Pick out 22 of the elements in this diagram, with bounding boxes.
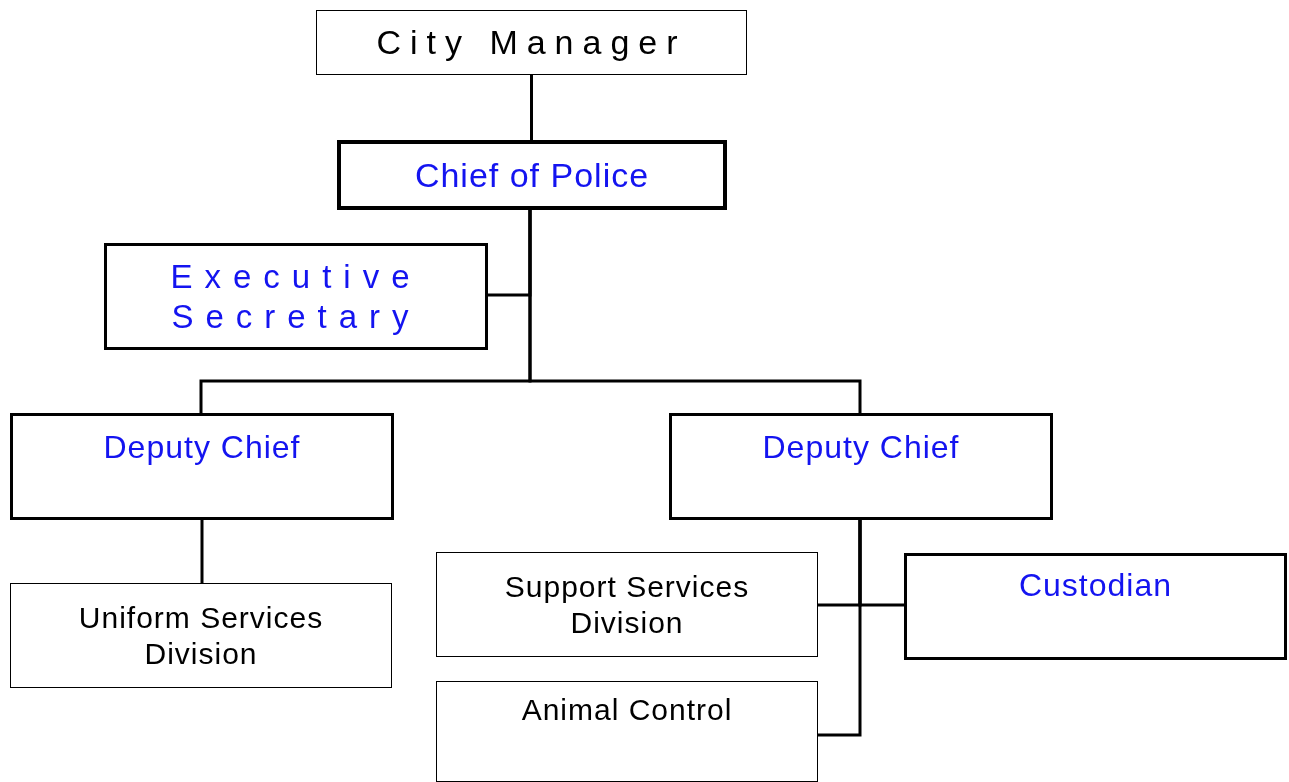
connector-line (200, 520, 204, 583)
position-title: Support Services Division (503, 568, 751, 641)
position-box (436, 681, 818, 782)
position-title: Executive Secretary (169, 256, 423, 337)
connector-line (528, 210, 862, 413)
position-title: Deputy Chief (102, 428, 302, 467)
connector-line (530, 75, 533, 140)
position-box (436, 552, 818, 657)
position-box (337, 140, 727, 210)
position-title: City Manager (375, 22, 688, 63)
position-box (669, 413, 1053, 520)
position-title: Animal Control (520, 692, 734, 728)
connector-line (818, 520, 862, 737)
position-title: Uniform Services Division (77, 599, 325, 672)
position-box (104, 243, 488, 350)
position-title: Custodian (1017, 566, 1174, 605)
position-box (904, 553, 1287, 660)
position-box (10, 413, 394, 520)
position-box (316, 10, 747, 75)
position-box (10, 583, 392, 688)
position-title: Deputy Chief (761, 428, 961, 467)
position-title: Chief of Police (413, 154, 651, 196)
